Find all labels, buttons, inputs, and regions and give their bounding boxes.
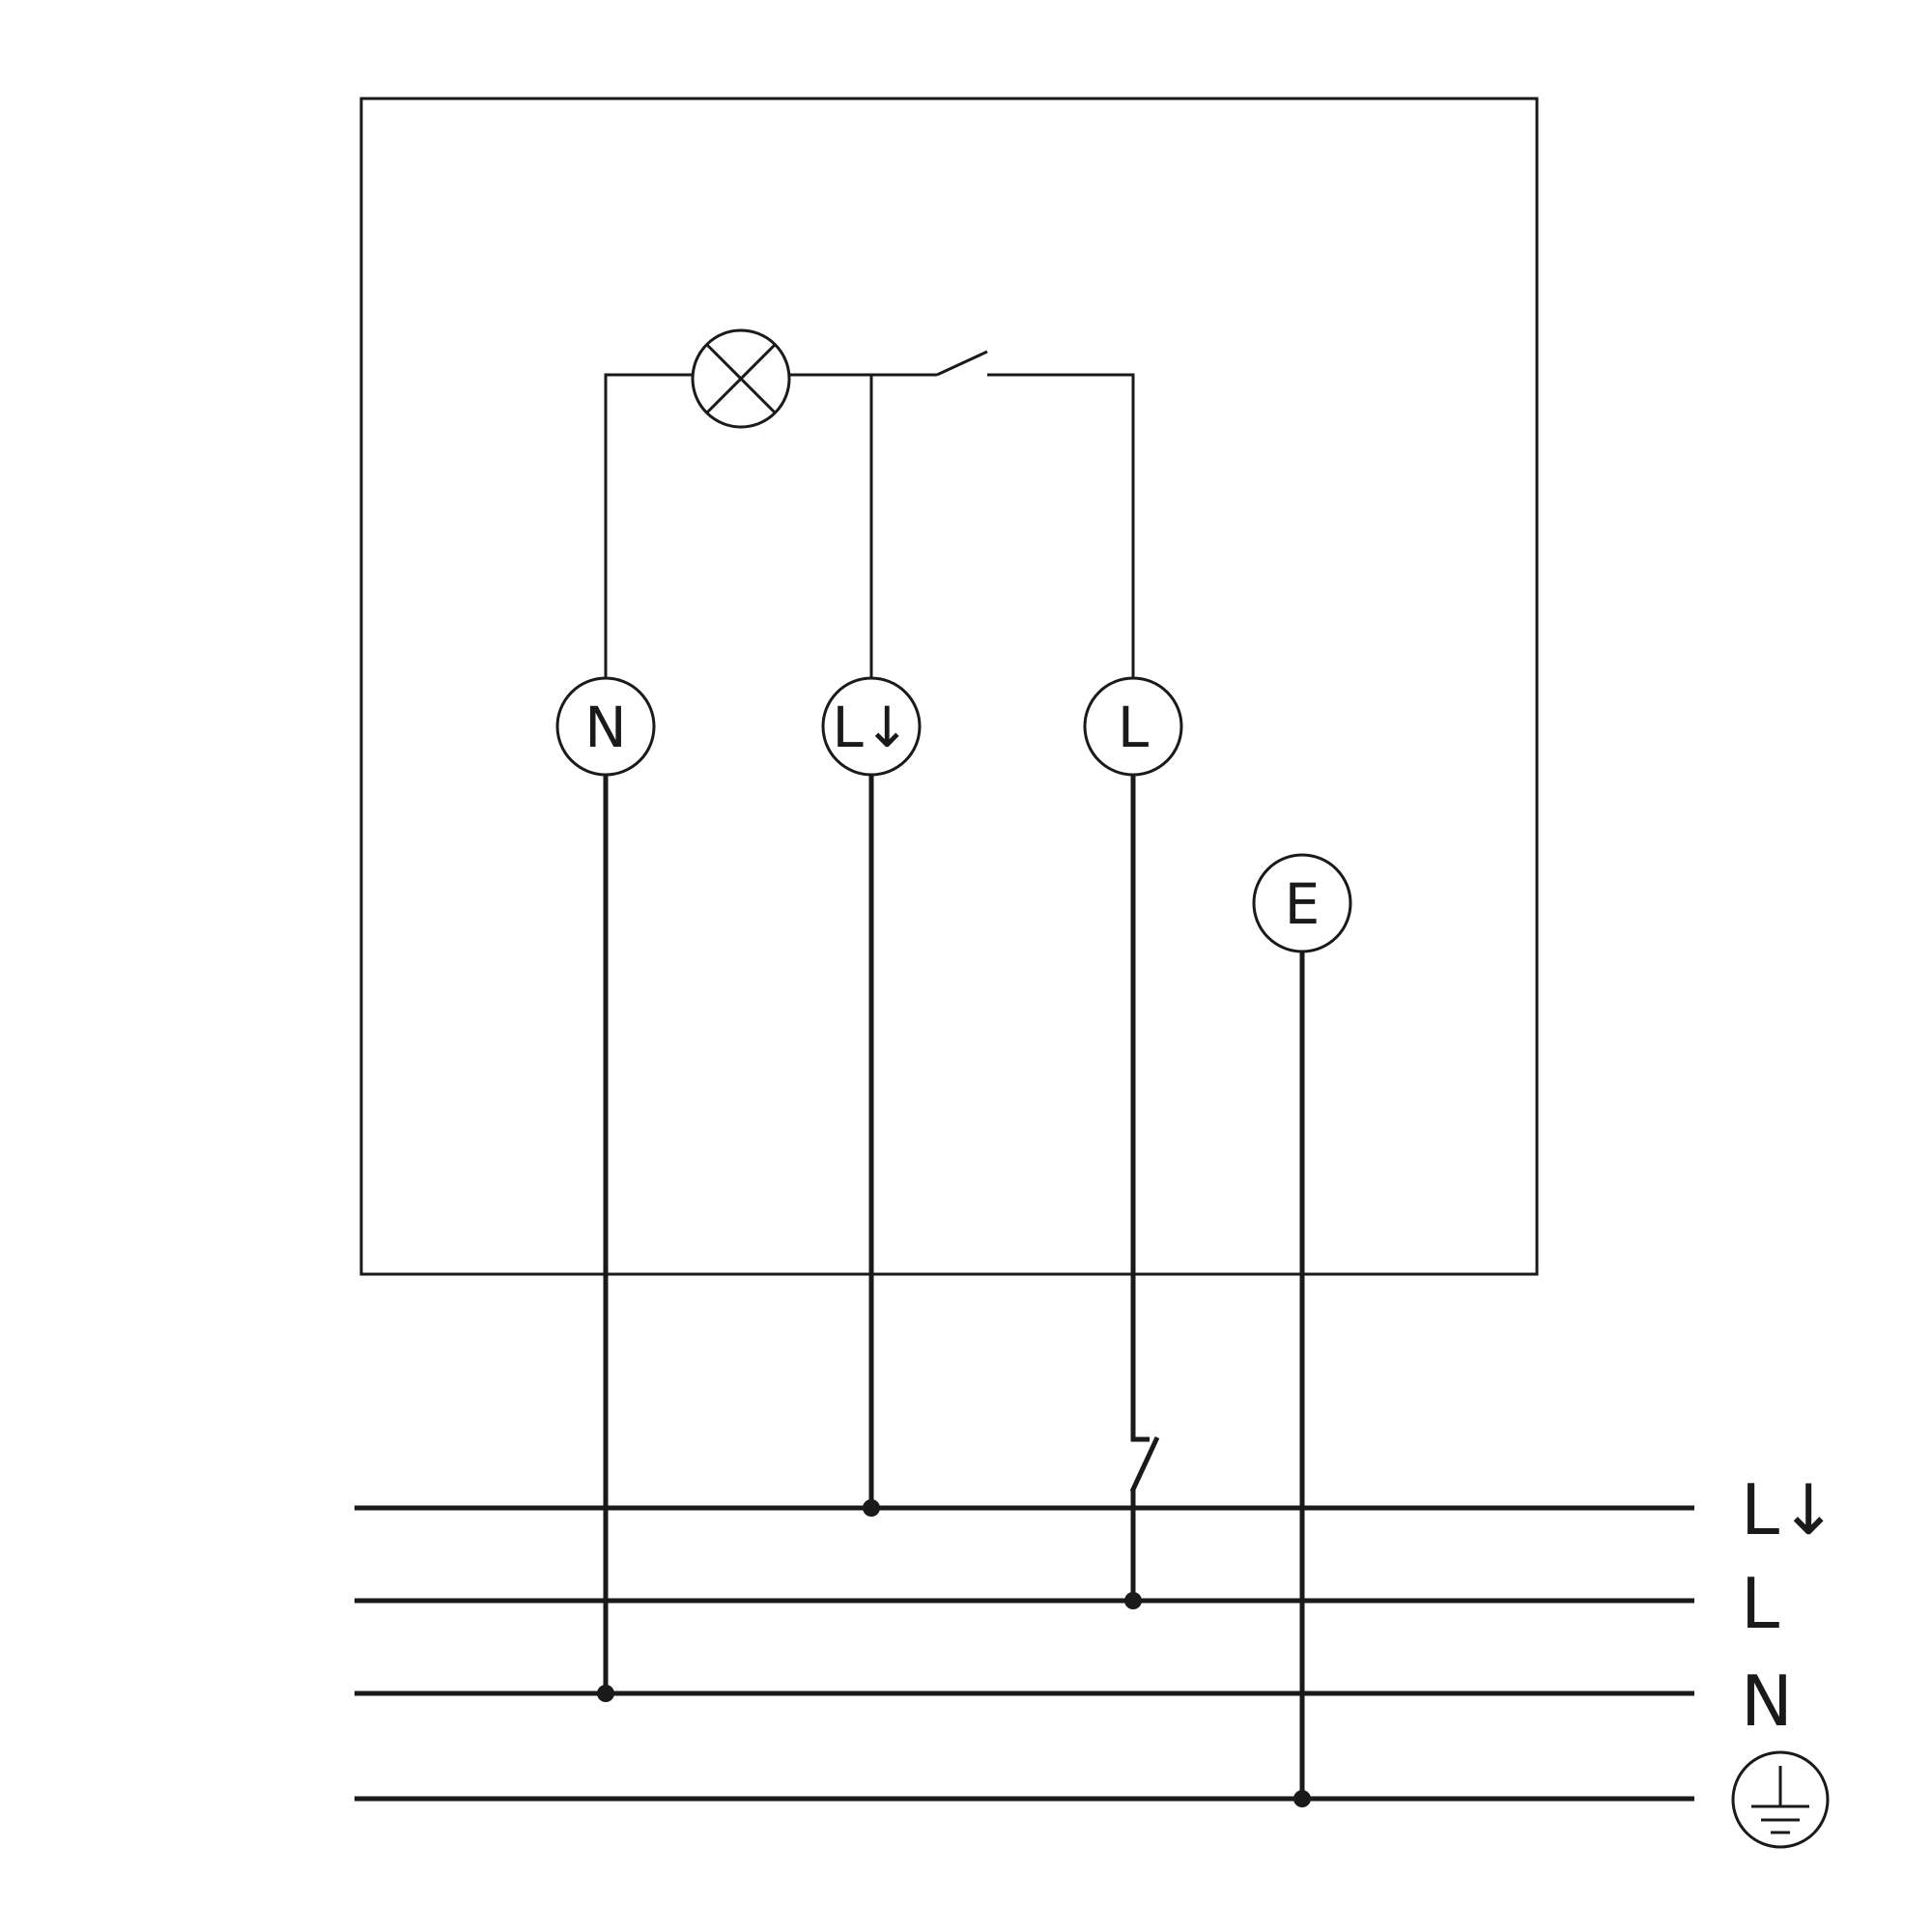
junction-neutral	[597, 1685, 614, 1702]
wire-switch-to-live	[987, 373, 1135, 678]
fuse-slash	[1129, 1435, 1160, 1493]
wire-neutral-to-lamp	[604, 373, 693, 678]
terminal-neutral: N	[555, 676, 656, 777]
device-enclosure	[359, 97, 1539, 1276]
bus-label-switched-live: L↓	[1741, 1469, 1837, 1550]
terminal-switched-live-label: L↓	[833, 695, 911, 760]
wire-live-drop-upper	[1130, 775, 1150, 1442]
junctions	[597, 1499, 1311, 1807]
terminal-earth-label: E	[1285, 871, 1321, 937]
internal-wiring	[604, 350, 1135, 678]
terminal-switched-live: L↓	[821, 676, 922, 777]
terminal-earth: E	[1252, 853, 1352, 953]
lamp-icon	[691, 328, 791, 429]
terminal-neutral-label: N	[584, 695, 626, 760]
bus-lines	[355, 1505, 1694, 1802]
terminal-live-label: L	[1118, 695, 1149, 760]
switch-blade	[936, 350, 988, 377]
junction-switched-live	[863, 1499, 880, 1517]
external-wiring	[603, 775, 1305, 1799]
protective-earth-icon	[1731, 1750, 1830, 1849]
junction-live	[1124, 1592, 1142, 1609]
junction-earth	[1293, 1790, 1311, 1807]
bus-label-live: L	[1741, 1563, 1779, 1644]
terminal-live: L	[1083, 676, 1183, 777]
bus-label-neutral: N	[1741, 1661, 1793, 1742]
